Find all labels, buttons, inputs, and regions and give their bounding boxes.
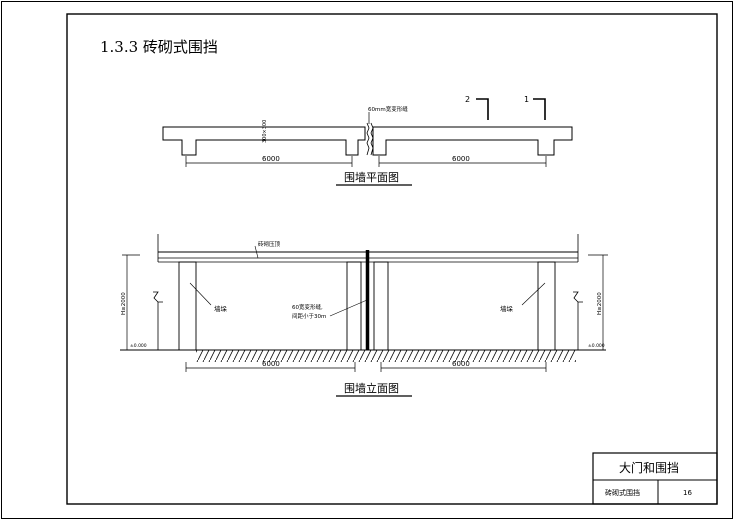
section-mark-2: 2 — [465, 95, 470, 104]
ground-left: ±0.000 — [130, 343, 147, 349]
plan-view: 60mm宽变形缝 300×300 6000 6000 2 1 围墙平面图 — [162, 95, 573, 186]
plan-joint-break-2 — [370, 122, 374, 156]
section-mark-1-symbol — [533, 98, 546, 120]
section-mark-2-symbol — [476, 98, 489, 120]
pier-right-2 — [537, 261, 556, 351]
elev-joint-leader — [329, 299, 368, 317]
drawing-frame — [66, 13, 718, 505]
pier-label-left-leader — [189, 282, 212, 306]
plan-wall-right — [372, 126, 573, 156]
plan-title: 围墙平面图 — [344, 170, 399, 184]
break-mark-left — [153, 291, 163, 303]
pier-left-1 — [178, 261, 197, 351]
section-mark-1: 1 — [524, 95, 529, 104]
elev-joint-note-1: 60宽变形缝, — [292, 303, 323, 311]
elevation-title: 围墙立面图 — [344, 381, 399, 395]
plan-joint-note: 60mm宽变形缝 — [368, 105, 408, 113]
elevation-view: 砖砌压顶 墙垛 墙垛 60宽变形缝, 间距小于30m H≥2000 ±0.000 — [120, 234, 608, 397]
plan-pier-dim: 300×300 — [262, 120, 268, 143]
pier-label-right: 墙垛 — [500, 304, 514, 313]
plan-wall-left — [162, 126, 366, 156]
elev-joint-note-2: 间距小于30m — [292, 312, 326, 320]
pier-right-1 — [373, 261, 389, 351]
section-title: 1.3.3 砖砌式围挡 — [100, 38, 218, 56]
ground-hatch — [196, 350, 576, 362]
height-left: H≥2000 — [121, 292, 127, 315]
coping-leader — [254, 245, 259, 259]
plan-dim-left: 6000 — [262, 155, 280, 163]
height-right: H≥2000 — [597, 292, 603, 315]
plan-dim-right: 6000 — [452, 155, 470, 163]
elev-dim-left: 6000 — [262, 360, 280, 368]
title-block-frame — [592, 452, 718, 505]
plan-joint-break — [366, 122, 370, 156]
pier-label-left: 墙垛 — [214, 304, 228, 313]
title-block: 大门和围挡 砖砌式围挡 16 — [592, 452, 718, 505]
break-mark-right — [573, 291, 583, 303]
title-block-project: 大门和围挡 — [619, 460, 679, 475]
title-block-page: 16 — [683, 489, 692, 497]
elev-dim-right: 6000 — [452, 360, 470, 368]
pier-left-2 — [346, 261, 362, 351]
pier-label-right-leader — [521, 282, 546, 306]
ground-right: ±0.000 — [588, 343, 605, 349]
coping-label: 砖砌压顶 — [258, 240, 281, 248]
title-block-drawing-name: 砖砌式围挡 — [605, 488, 640, 497]
